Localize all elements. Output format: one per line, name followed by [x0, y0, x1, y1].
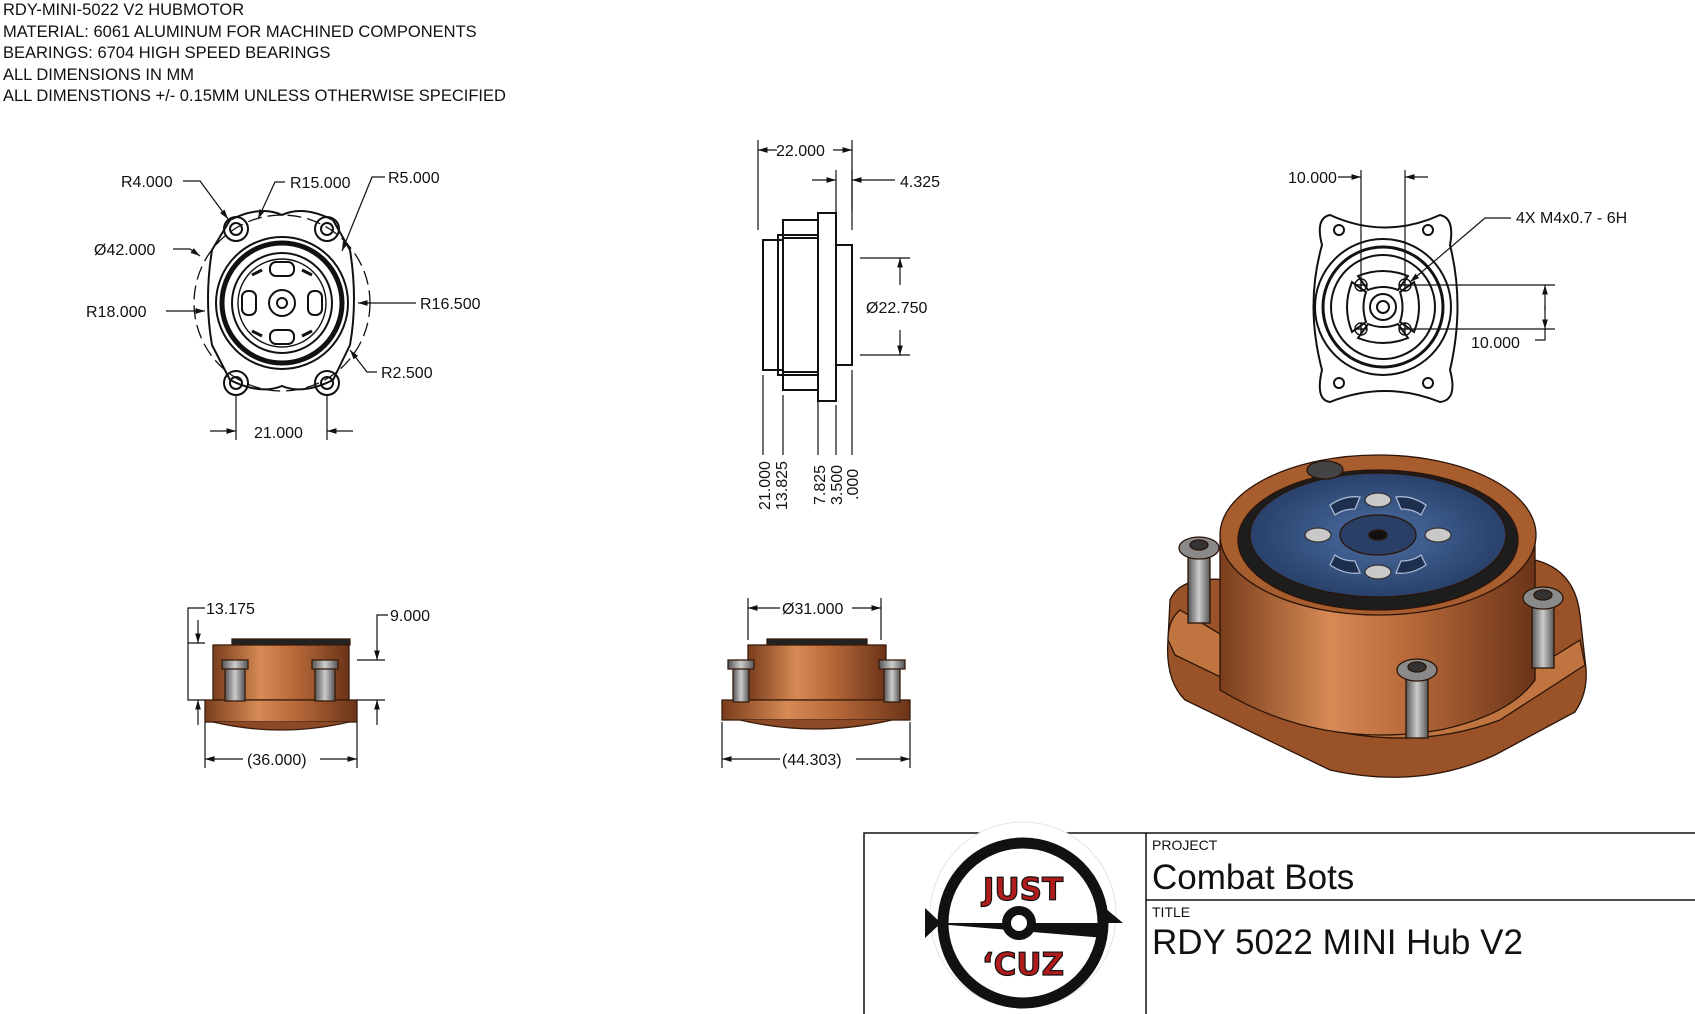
dim-h9: 9.000: [390, 608, 430, 625]
dim-d22-75: Ø22.750: [866, 300, 927, 317]
just-cuz-logo: JUST ‘CUZ: [925, 821, 1123, 1009]
dim-h10: 10.000: [1471, 335, 1520, 352]
project-label: PROJECT: [1152, 837, 1218, 853]
dim-ord-0: .000: [845, 469, 862, 500]
dim-r2-5: R2.500: [381, 365, 433, 382]
dim-r16-5: R16.500: [420, 296, 481, 313]
logo-text-bottom: ‘CUZ: [982, 947, 1064, 983]
dim-w10: 10.000: [1288, 170, 1337, 187]
dim-w21: 21.000: [254, 425, 303, 442]
title-block: [863, 832, 1695, 1014]
side-view-dimensions: [757, 140, 910, 455]
logo-text-top: JUST: [981, 872, 1063, 908]
note-line: RDY-MINI-5022 V2 HUBMOTOR: [3, 1, 245, 19]
drawing-title: RDY 5022 MINI Hub V2: [1152, 923, 1523, 962]
dim-r15: R15.000: [290, 175, 351, 192]
dim-ord-21: 21.000: [757, 461, 774, 510]
dim-w36: (36.000): [247, 752, 307, 769]
dim-thread: 4X M4x0.7 - 6H: [1516, 210, 1627, 227]
dim-w4-325: 4.325: [900, 174, 940, 191]
dim-w44: (44.303): [782, 752, 842, 769]
dim-r5: R5.000: [388, 170, 440, 187]
front-view: [193, 210, 371, 396]
dim-ord-13-825: 13.825: [774, 461, 791, 510]
render-middle: [721, 638, 911, 730]
isometric-render: [1166, 454, 1587, 778]
title-label: TITLE: [1152, 904, 1190, 920]
render-left: [204, 638, 358, 731]
isometric-bolts: [1178, 460, 1564, 739]
project-name: Combat Bots: [1152, 858, 1354, 897]
drawing-notes: RDY-MINI-5022 V2 HUBMOTOR MATERIAL: 6061…: [3, 0, 506, 108]
note-line: MATERIAL: 6061 ALUMINUM FOR MACHINED COM…: [3, 22, 477, 41]
rear-view-dimensions: [1338, 170, 1555, 341]
render-left-dimensions: [187, 607, 388, 768]
dim-ord-7-825: 7.825: [812, 465, 829, 505]
rear-view: [1312, 213, 1459, 404]
dim-ord-3-5: 3.500: [829, 465, 846, 505]
dim-r18: R18.000: [86, 304, 147, 321]
dim-d42: Ø42.000: [94, 242, 155, 259]
render-middle-dimensions: [721, 598, 911, 768]
dim-h13-175: 13.175: [206, 601, 255, 618]
note-line: ALL DIMENSIONS IN MM: [3, 65, 194, 84]
dim-r4: R4.000: [121, 174, 173, 191]
note-line: BEARINGS: 6704 HIGH SPEED BEARINGS: [3, 44, 331, 62]
front-view-dimensions: [166, 176, 416, 440]
note-line: ALL DIMENSTIONS +/- 0.15MM UNLESS OTHERW…: [3, 87, 506, 105]
dim-w22: 22.000: [776, 143, 825, 160]
side-view: [762, 212, 853, 402]
dim-d31: Ø31.000: [782, 601, 843, 618]
